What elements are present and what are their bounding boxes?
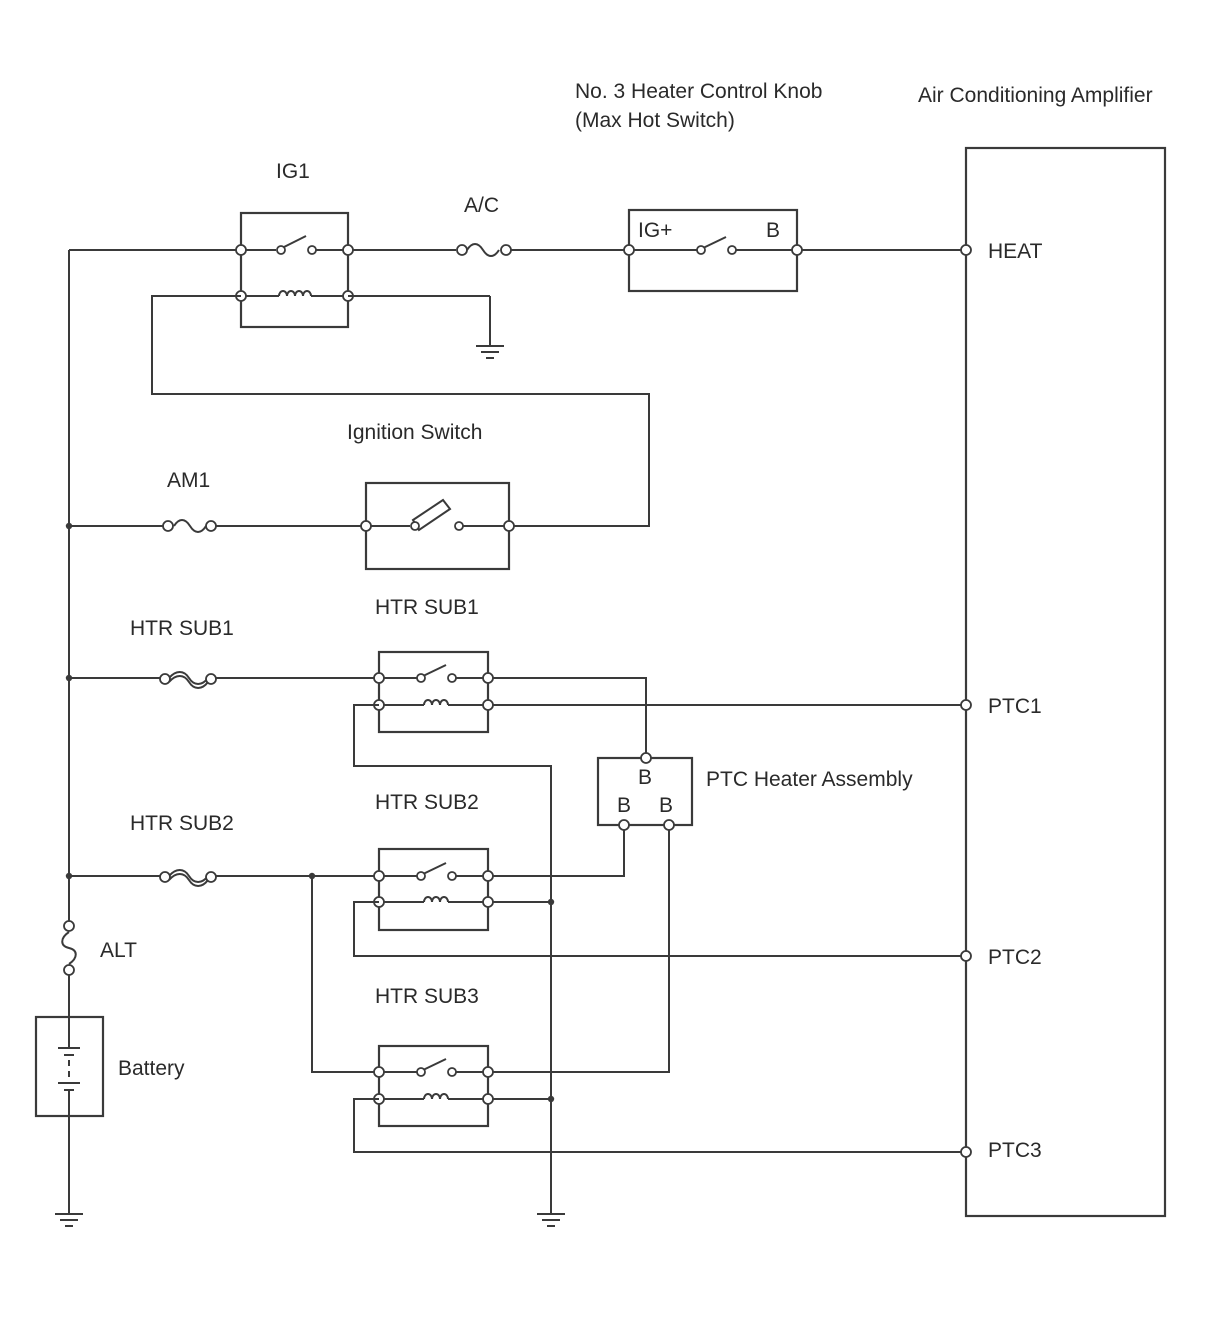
terminal-heat-label: HEAT	[988, 240, 1043, 263]
ptc-terminal-left: B	[617, 794, 631, 817]
knob-terminal-ig-plus: IG+	[638, 219, 672, 242]
htr-sub1-fuse-label: HTR SUB1	[130, 617, 234, 640]
ac-amplifier-title: Air Conditioning Amplifier	[918, 84, 1153, 107]
ptc-heater-label: PTC Heater Assembly	[706, 768, 913, 791]
am1-fuse-symbol	[162, 519, 217, 533]
alt-fuse-label: ALT	[100, 939, 137, 962]
terminal-ptc1-label: PTC1	[988, 695, 1042, 718]
htr-sub1-relay-label: HTR SUB1	[375, 596, 479, 619]
battery-symbol	[34, 1015, 105, 1118]
ig1-relay-label: IG1	[276, 160, 310, 183]
battery-label: Battery	[118, 1057, 185, 1080]
ptc-terminal-top: B	[638, 766, 652, 789]
ac-amplifier-box	[964, 146, 1167, 1218]
max-hot-switch	[623, 208, 803, 293]
terminal-ptc2-label: PTC2	[988, 946, 1042, 969]
terminal-ptc2	[960, 950, 972, 962]
ptc-heater-assembly	[596, 752, 694, 831]
htr-sub1-fuse-symbol	[159, 671, 217, 689]
heater-knob-title-1: No. 3 Heater Control Knob	[575, 80, 822, 103]
terminal-ptc3-label: PTC3	[988, 1139, 1042, 1162]
ground-icon	[55, 1213, 83, 1227]
htr-sub2-relay	[373, 847, 494, 932]
ig1-relay	[235, 211, 354, 329]
htr-sub2-relay-label: HTR SUB2	[375, 791, 479, 814]
terminal-ptc3	[960, 1146, 972, 1158]
htr-sub3-relay-label: HTR SUB3	[375, 985, 479, 1008]
htr-sub2-fuse-symbol	[159, 869, 217, 887]
ground-icon	[476, 345, 504, 359]
ac-fuse-symbol	[456, 243, 512, 257]
terminal-ptc1	[960, 699, 972, 711]
heater-knob-title-2: (Max Hot Switch)	[575, 109, 735, 132]
htr-sub1-relay	[373, 650, 494, 734]
ignition-switch-label: Ignition Switch	[347, 421, 482, 444]
ground-icon	[537, 1213, 565, 1227]
knob-terminal-b: B	[766, 219, 780, 242]
htr-sub3-relay	[373, 1044, 494, 1128]
am1-fuse-label: AM1	[167, 469, 210, 492]
ignition-switch-symbol	[360, 481, 515, 571]
alt-fuse-symbol	[61, 920, 77, 976]
ac-fuse-label: A/C	[464, 194, 499, 217]
terminal-heat	[960, 244, 972, 256]
htr-sub2-fuse-label: HTR SUB2	[130, 812, 234, 835]
ptc-terminal-right: B	[659, 794, 673, 817]
